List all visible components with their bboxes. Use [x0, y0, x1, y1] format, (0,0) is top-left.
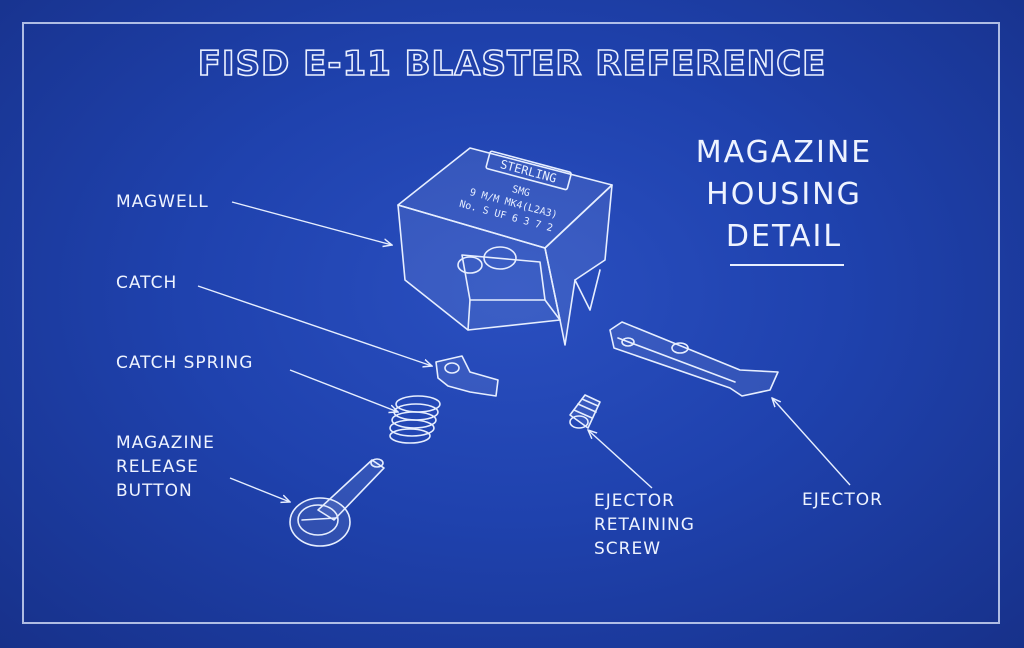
label-line: MAGAZINE — [116, 433, 215, 453]
detail-heading-line: HOUSING — [706, 177, 862, 212]
ejector-screw-part — [569, 394, 601, 429]
label-catch: CATCH — [116, 273, 178, 293]
catch-part — [435, 355, 499, 397]
label-ejector-screw: EJECTOR RETAINING SCREW — [594, 489, 695, 561]
stamp-line: SMG — [511, 184, 531, 199]
detail-heading: MAGAZINE HOUSING DETAIL — [664, 132, 904, 258]
leader-release-button — [229, 477, 290, 502]
label-line: RETAINING — [594, 515, 695, 535]
label-line: RELEASE — [116, 457, 199, 477]
brand-plate — [485, 150, 572, 191]
detail-underline — [730, 264, 844, 266]
label-catch-spring: CATCH SPRING — [116, 353, 254, 373]
release-button-part — [289, 458, 385, 547]
label-magwell: MAGWELL — [116, 192, 209, 212]
leader-catch — [197, 285, 432, 366]
detail-heading-line: DETAIL — [725, 219, 843, 254]
page-title: FISD E-11 BLASTER REFERENCE — [197, 43, 827, 85]
leader-catch-spring — [289, 369, 398, 412]
leader-magwell — [231, 201, 392, 245]
label-line: SCREW — [594, 539, 662, 559]
leader-ejector-screw — [588, 430, 653, 489]
label-release-button: MAGAZINE RELEASE BUTTON — [116, 431, 215, 503]
label-line: BUTTON — [116, 481, 193, 501]
blueprint-frame — [22, 22, 1000, 624]
label-line: EJECTOR — [594, 491, 675, 511]
leader-ejector — [772, 398, 851, 486]
magwell-part: STERLING SMG 9 M/M MK4(L2A3) No. S UF 6 … — [397, 147, 613, 346]
catch-spring-part — [389, 395, 441, 444]
detail-heading-line: MAGAZINE — [695, 135, 873, 170]
ejector-part — [609, 321, 779, 397]
label-ejector: EJECTOR — [802, 490, 883, 510]
